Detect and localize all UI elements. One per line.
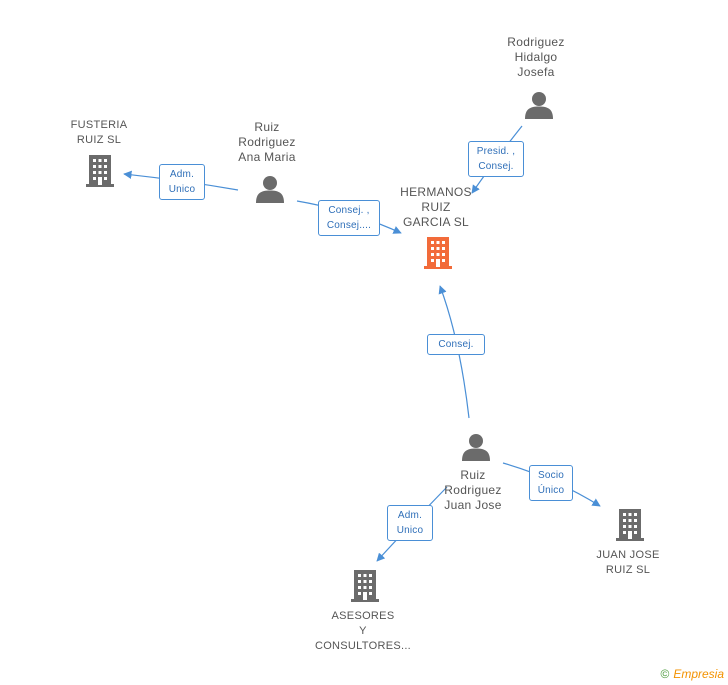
hermanos-label[interactable]: HERMANOS RUIZ GARCIA SL — [400, 185, 472, 229]
juan-jose-person-icon[interactable] — [462, 434, 490, 461]
asesores-building-icon[interactable] — [351, 570, 379, 602]
ana-maria-person-icon[interactable] — [256, 176, 284, 203]
josefa-person-icon[interactable] — [525, 92, 553, 119]
juan-jose-sl-building-icon[interactable] — [616, 509, 644, 541]
asesores-label[interactable]: ASESORES Y CONSULTORES... — [314, 610, 412, 652]
edge-label-juan-asesores: Adm. Unico — [387, 505, 433, 541]
edge-label-ana-fusteria: Adm. Unico — [159, 164, 205, 200]
edge-label-ana-hermanos: Consej. , Consej.... — [318, 200, 380, 236]
brand-footer: ©Empresia — [660, 667, 724, 681]
juan-jose-sl-label[interactable]: JUAN JOSE RUIZ SL — [596, 549, 660, 576]
juan-jose-label[interactable]: Ruiz Rodriguez Juan Jose — [444, 468, 502, 512]
ana-maria-label[interactable]: Ruiz Rodriguez Ana Maria — [238, 120, 296, 164]
edge-label-juan-jjsl: Socio Único — [529, 465, 573, 501]
fusteria-label[interactable]: FUSTERIA RUIZ SL — [70, 119, 128, 146]
josefa-label[interactable]: Rodriguez Hidalgo Josefa — [507, 35, 565, 79]
edge-label-josefa-hermanos: Presid. , Consej. — [468, 141, 524, 177]
edge-label-juan-hermanos: Consej. — [427, 334, 485, 355]
brand-logo-text: Empresia — [673, 667, 724, 681]
hermanos-building-icon[interactable] — [424, 237, 452, 269]
fusteria-building-icon[interactable] — [86, 155, 114, 187]
copyright-symbol: © — [660, 667, 670, 681]
